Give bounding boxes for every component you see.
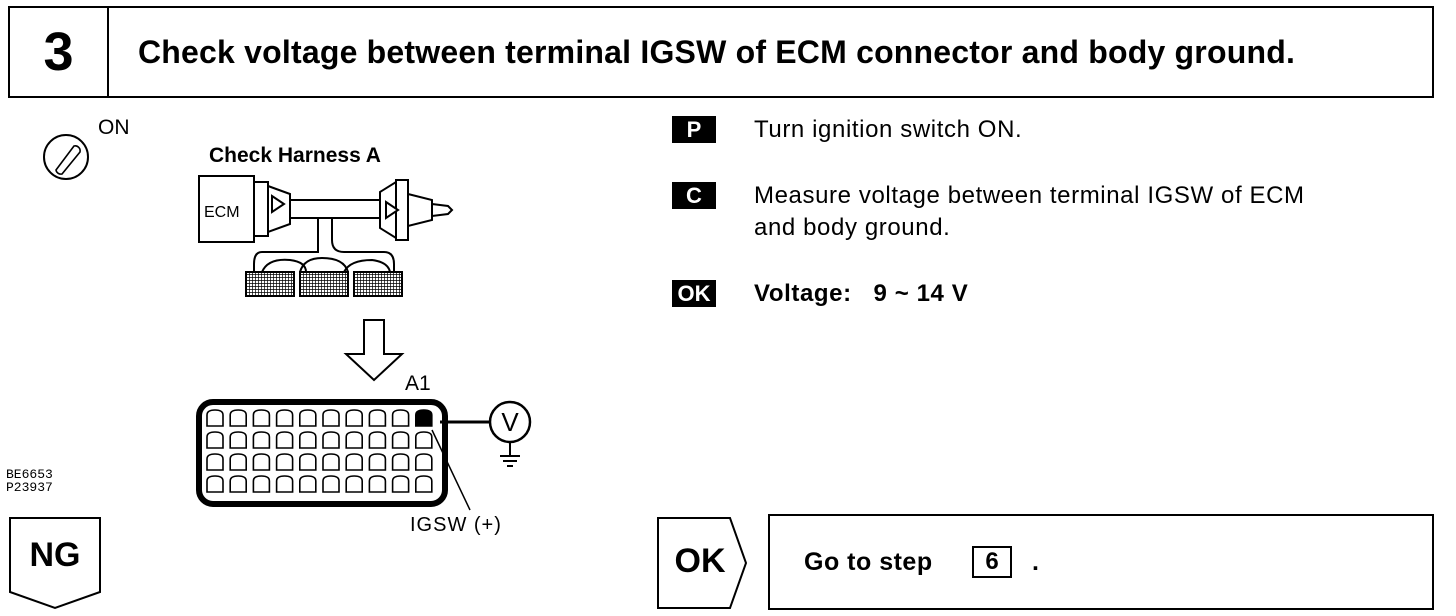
harness-branches bbox=[253, 218, 395, 273]
connector-pin bbox=[345, 475, 363, 493]
ignition-on-label: ON bbox=[98, 116, 130, 139]
test-connector-3 bbox=[353, 271, 403, 297]
connector-pin bbox=[229, 409, 247, 427]
harness-connector-right bbox=[379, 179, 454, 241]
connector-pin bbox=[252, 475, 271, 493]
step-header: 3 Check voltage between terminal IGSW of… bbox=[8, 6, 1434, 98]
connector-pin bbox=[415, 431, 433, 449]
ecm-box bbox=[198, 175, 255, 243]
connector-pin bbox=[322, 453, 340, 471]
connector-pin bbox=[275, 475, 294, 493]
ecm-label: ECM bbox=[204, 204, 240, 221]
harness-connector-left bbox=[253, 181, 291, 237]
connector-pin bbox=[299, 431, 317, 449]
wiring-diagram: V ON Check Harness A ECM A1 IGSW (+) BE6… bbox=[0, 100, 620, 616]
connector-pin bbox=[415, 475, 433, 493]
prepare-badge: P bbox=[672, 116, 716, 143]
figure-code-2: P23937 bbox=[6, 480, 53, 495]
connector-pin bbox=[275, 431, 294, 449]
connector-pin bbox=[322, 475, 340, 493]
instruction-text: Turn ignition switch ON. bbox=[754, 116, 1023, 143]
down-arrow-icon bbox=[343, 319, 405, 382]
connector-pin bbox=[206, 453, 224, 471]
connector-pin bbox=[229, 431, 247, 449]
instruction-check: C Measure voltage between terminal IGSW … bbox=[672, 180, 1452, 250]
goto-text: Go to step bbox=[804, 548, 933, 576]
connector-pin bbox=[415, 409, 433, 427]
step-reference[interactable]: 6 bbox=[972, 546, 1012, 578]
connector-pins bbox=[206, 409, 433, 493]
connector-pin bbox=[299, 409, 317, 427]
check-badge: C bbox=[672, 182, 716, 209]
connector-pin bbox=[322, 431, 340, 449]
igsw-leader bbox=[431, 429, 471, 511]
ok-badge: OK bbox=[672, 280, 716, 307]
connector-pin bbox=[368, 453, 387, 471]
figure-code-1: BE6653 bbox=[6, 467, 53, 482]
svg-text:V: V bbox=[501, 407, 519, 437]
step-title: Check voltage between terminal IGSW of E… bbox=[138, 33, 1296, 70]
connector-pin bbox=[345, 431, 363, 449]
harness-label: Check Harness A bbox=[209, 144, 381, 167]
connector-pin bbox=[391, 475, 410, 493]
connector-pin bbox=[391, 409, 410, 427]
ok-result-tab: OK bbox=[656, 516, 748, 610]
connector-pin bbox=[299, 453, 317, 471]
connector-pin bbox=[252, 409, 271, 427]
connector-pin bbox=[345, 409, 363, 427]
terminal-label: IGSW (+) bbox=[410, 514, 502, 536]
instruction-line: and body ground. bbox=[754, 214, 951, 241]
connector-pin bbox=[252, 431, 271, 449]
connector-pin bbox=[206, 409, 224, 427]
ground-icon bbox=[500, 442, 520, 467]
connector-pin bbox=[391, 431, 410, 449]
instruction-text: Measure voltage between terminal IGSW of… bbox=[754, 180, 1305, 244]
connector-label: A1 bbox=[405, 372, 431, 395]
figure-codes: BE6653 P23937 bbox=[6, 468, 53, 494]
instruction-ok: OK Voltage: 9 ~ 14 V bbox=[672, 278, 1452, 318]
diagram-graphic: V bbox=[43, 134, 532, 511]
test-connector-2 bbox=[299, 271, 349, 297]
ok-label: OK bbox=[674, 542, 726, 580]
ng-label: NG bbox=[29, 536, 81, 574]
goto-period: . bbox=[1032, 548, 1039, 576]
test-connector-1 bbox=[245, 271, 295, 297]
connector-pin bbox=[368, 409, 387, 427]
connector-pin bbox=[252, 453, 271, 471]
connector-pin bbox=[415, 453, 433, 471]
connector-pin bbox=[391, 453, 410, 471]
ng-result-tab: NG bbox=[8, 516, 102, 610]
connector-pin bbox=[345, 453, 363, 471]
connector-pin bbox=[368, 475, 387, 493]
connector-pin bbox=[322, 409, 340, 427]
connector-pin bbox=[229, 475, 247, 493]
spec-value: Voltage: 9 ~ 14 V bbox=[754, 280, 969, 307]
step-number: 3 bbox=[10, 8, 109, 96]
instruction-prepare: P Turn ignition switch ON. bbox=[672, 114, 1452, 154]
instruction-line: Measure voltage between terminal IGSW of… bbox=[754, 182, 1305, 209]
connector-pin bbox=[275, 409, 294, 427]
connector-a1 bbox=[196, 399, 448, 507]
connector-pin bbox=[299, 475, 317, 493]
connector-pin bbox=[368, 431, 387, 449]
connector-pin bbox=[229, 453, 247, 471]
ignition-key-icon bbox=[43, 134, 89, 180]
connector-pin bbox=[275, 453, 294, 471]
ok-action-box: Go to step 6 . bbox=[768, 514, 1434, 610]
connector-pin bbox=[206, 431, 224, 449]
connector-pin bbox=[206, 475, 224, 493]
